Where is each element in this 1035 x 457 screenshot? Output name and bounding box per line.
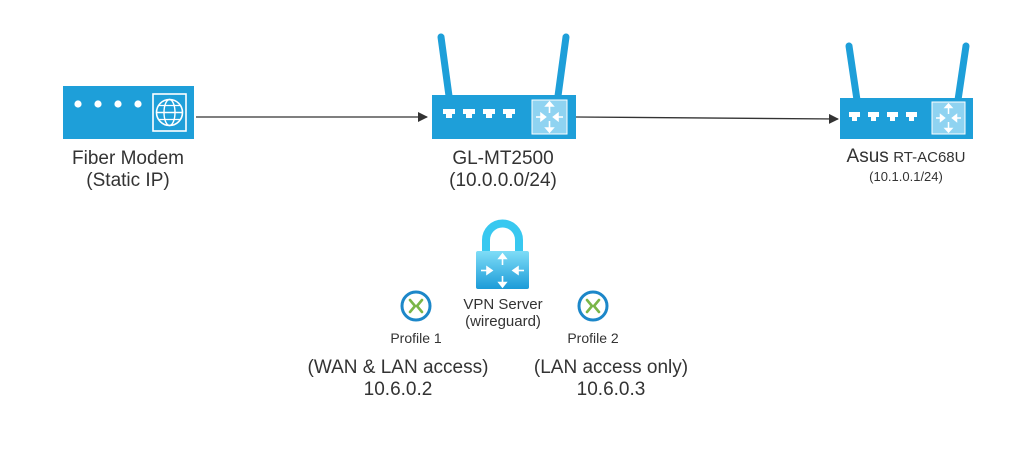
asus-brand: Asus bbox=[846, 146, 889, 167]
profile1-name: Profile 1 bbox=[390, 330, 442, 346]
profile1-ip: 10.6.0.2 bbox=[363, 378, 433, 400]
gl-mt2500-label: GL-MT2500 (10.0.0.0/24) bbox=[449, 148, 557, 192]
asus-name: Asus RT-AC68U bbox=[847, 146, 966, 168]
vpn-server-line1: VPN Server bbox=[463, 296, 543, 313]
wireguard-profile-icon bbox=[400, 290, 432, 322]
modem-label: Fiber Modem (Static IP) bbox=[72, 148, 184, 192]
modem-icon bbox=[63, 86, 194, 139]
profile2-details: (LAN access only) 10.6.0.3 bbox=[534, 357, 688, 401]
profile2-access: (LAN access only) bbox=[533, 357, 689, 378]
asus-detail: (10.1.0.1/24) bbox=[869, 168, 943, 184]
asus-model: RT-AC68U bbox=[893, 149, 966, 166]
modem-detail: (Static IP) bbox=[86, 169, 170, 191]
vpn-server-line2: (wireguard) bbox=[465, 313, 541, 331]
asus-label: Asus RT-AC68U (10.1.0.1/24) bbox=[847, 146, 966, 185]
gl-mt2500-name: GL-MT2500 bbox=[452, 148, 554, 169]
gl-mt2500-detail: (10.0.0.0/24) bbox=[449, 169, 557, 191]
link-gl-mt2500-to-asus bbox=[575, 113, 839, 124]
vpn-server-label: VPN Server (wireguard) bbox=[463, 296, 542, 331]
vpn-gateway-lock-icon bbox=[476, 219, 529, 289]
router-icon bbox=[432, 33, 576, 139]
modem-name: Fiber Modem bbox=[72, 148, 184, 169]
wireguard-profile-icon bbox=[577, 290, 609, 322]
profile1-details: (WAN & LAN access) 10.6.0.2 bbox=[308, 357, 489, 401]
profile1-access: (WAN & LAN access) bbox=[307, 357, 489, 378]
profile2-ip: 10.6.0.3 bbox=[576, 378, 646, 400]
profile2-name: Profile 2 bbox=[567, 330, 619, 346]
router-icon bbox=[840, 42, 973, 139]
